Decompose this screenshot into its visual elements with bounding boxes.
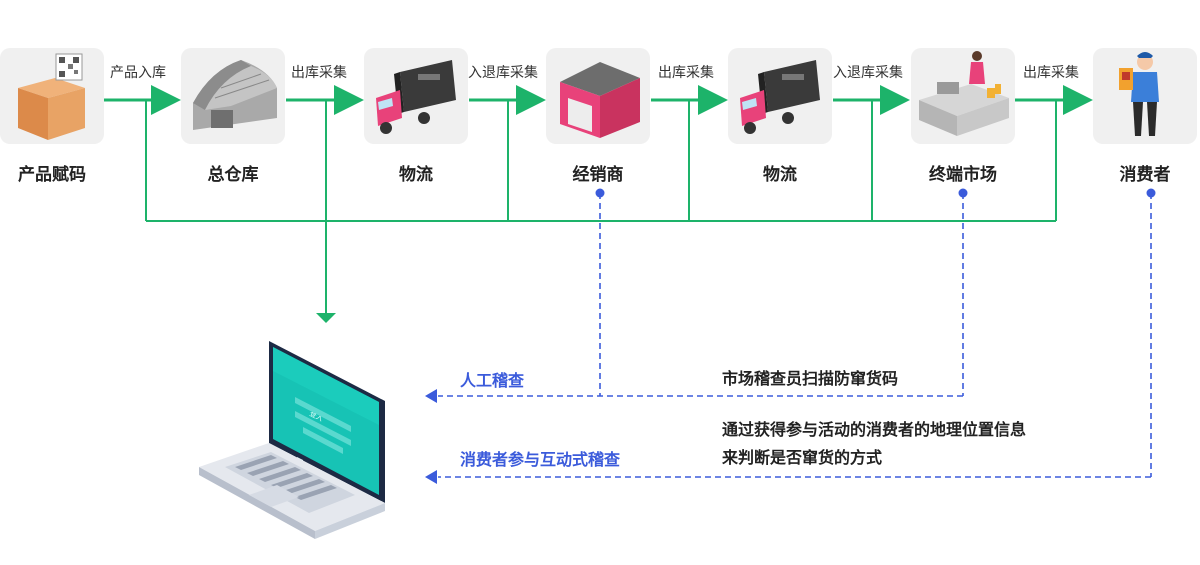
node-label-dealer: 经销商 xyxy=(572,165,624,185)
node-label-logistics-2: 物流 xyxy=(763,165,797,185)
consumer-person-icon xyxy=(1119,52,1159,136)
node-label-terminal-market: 终端市场 xyxy=(929,165,997,185)
market-counter-icon xyxy=(919,51,1009,136)
product-box-icon xyxy=(18,53,85,140)
interactive-check-arrowhead xyxy=(425,470,437,484)
node-label-logistics-1: 物流 xyxy=(399,165,433,185)
node-label-consumer: 消费者 xyxy=(1119,165,1171,185)
dealer-building-icon xyxy=(560,62,640,138)
down-arrow-to-laptop xyxy=(316,313,336,323)
node-consumer xyxy=(1093,48,1197,144)
node-dealer xyxy=(546,48,650,144)
collection-loop xyxy=(145,100,1057,314)
manual-check-arrowhead xyxy=(425,389,437,403)
login-form-bars xyxy=(295,397,351,454)
node-label-warehouse: 总仓库 xyxy=(207,165,259,185)
warehouse-icon xyxy=(193,60,277,130)
node-product-coding xyxy=(0,48,104,144)
interactive-check-description-line1: 通过获得参与活动的消费者的地理位置信息 xyxy=(722,420,1027,439)
truck-icon xyxy=(740,60,820,134)
node-logistics-1 xyxy=(364,48,468,144)
truck-icon xyxy=(376,60,456,134)
interactive-check-label: 消费者参与互动式稽查 xyxy=(460,450,621,469)
audit-dot-market xyxy=(958,188,968,198)
node-terminal-market xyxy=(911,48,1015,144)
edge-label-4: 出库采集 xyxy=(658,65,714,81)
laptop-icon: 登入 xyxy=(199,341,385,539)
audit-dot-dealer xyxy=(595,188,605,198)
edge-label-1: 产品入库 xyxy=(110,65,166,81)
edge-label-6: 出库采集 xyxy=(1023,65,1079,81)
node-logistics-2 xyxy=(728,48,832,144)
audit-dot-consumer xyxy=(1146,188,1156,198)
node-warehouse xyxy=(181,48,285,144)
node-label-product-coding: 产品赋码 xyxy=(18,165,86,185)
interactive-check-description-line2: 来判断是否窜货的方式 xyxy=(722,448,883,467)
manual-check-description: 市场稽查员扫描防窜货码 xyxy=(722,369,899,388)
manual-check-label: 人工稽查 xyxy=(460,371,525,390)
audit-paths xyxy=(438,193,1152,478)
edge-label-2: 出库采集 xyxy=(291,65,347,81)
edge-label-3: 入退库采集 xyxy=(468,65,538,81)
edge-label-5: 入退库采集 xyxy=(833,65,903,81)
